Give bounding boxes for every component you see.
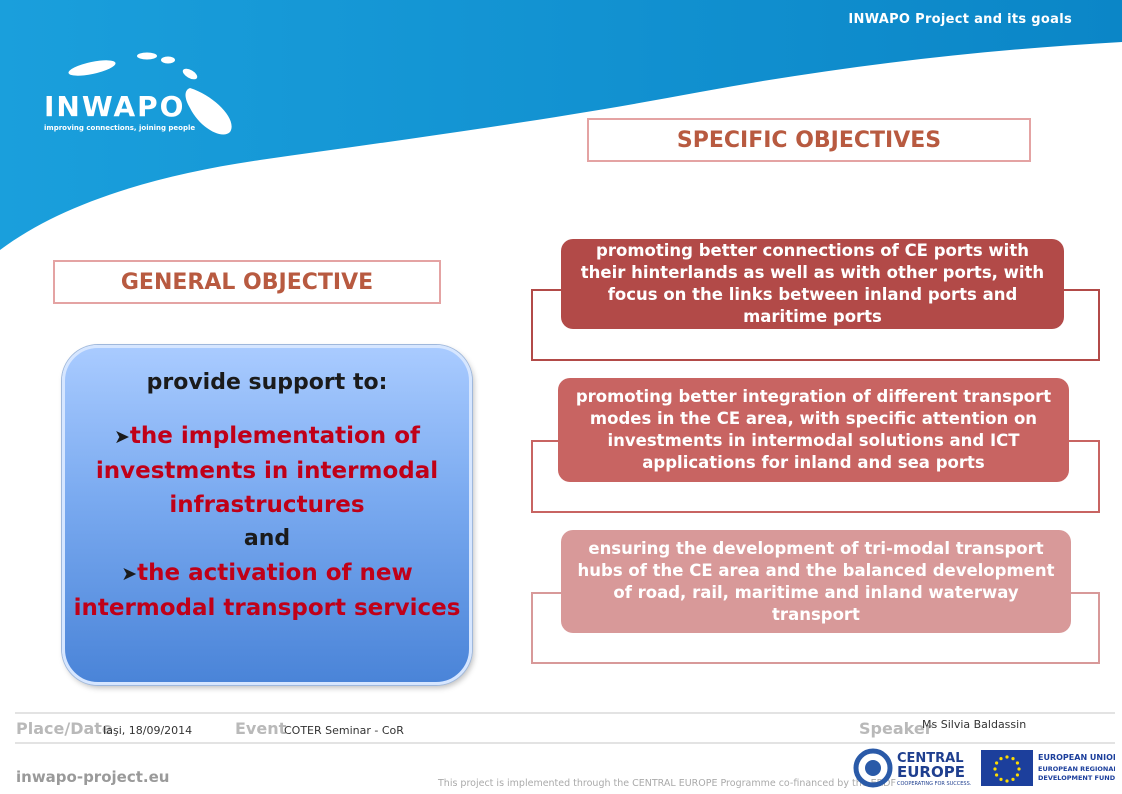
place-date-label: Place/Date: [16, 719, 113, 738]
footer-divider-top: [15, 712, 1115, 714]
inwapo-logo: INWAPO improving connections, joining pe…: [44, 52, 232, 135]
slide-header-title: INWAPO Project and its goals: [848, 12, 1072, 27]
support-conjunction: and: [243, 526, 291, 551]
event-label: Event: [235, 719, 287, 738]
event-value: COTER Seminar - CoR: [284, 724, 404, 737]
support-item-infrastructure-text: the implementation of investments in int…: [95, 423, 439, 518]
central-europe-logo: CENTRAL EUROPE COOPERATING FOR SUCCESS.: [853, 748, 973, 788]
svg-text:improving connections, joining: improving connections, joining people: [44, 124, 195, 132]
specific-objectives-heading: SPECIFIC OBJECTIVES: [587, 118, 1031, 162]
place-date-value: Iaşi, 18/09/2014: [103, 724, 193, 737]
website-link[interactable]: inwapo-project.eu: [16, 768, 170, 786]
eu-logo-line-2: EUROPEAN REGIONAL: [1038, 765, 1115, 773]
cofinance-note: This project is implemented through the …: [438, 778, 896, 789]
svg-text:INWAPO: INWAPO: [44, 90, 185, 123]
speaker-value: Ms Silvia Baldassin: [922, 718, 1027, 731]
central-europe-emblem-icon: CENTRAL EUROPE COOPERATING FOR SUCCESS.: [853, 748, 972, 788]
eu-flag-icon: EUROPEAN UNION EUROPEAN REGIONAL DEVELOP…: [981, 750, 1120, 786]
specific-objective-3: ensuring the development of tri-modal tr…: [561, 530, 1071, 633]
support-lead-text: provide support to:: [146, 370, 388, 395]
arrow-bullet-icon: ➤: [113, 426, 130, 448]
support-item-services-text: the activation of new intermodal transpo…: [73, 560, 461, 621]
arrow-bullet-icon: ➤: [121, 563, 138, 585]
general-objective-heading: GENERAL OBJECTIVE: [53, 260, 441, 304]
eu-regional-fund-logo: EUROPEAN UNION EUROPEAN REGIONAL DEVELOP…: [980, 748, 1120, 788]
ce-logo-line-3: COOPERATING FOR SUCCESS.: [897, 781, 972, 787]
support-item-services: ➤the activation of new intermodal transp…: [65, 556, 469, 625]
ce-logo-line-1: CENTRAL: [897, 751, 964, 766]
speaker-label: Speaker: [859, 719, 933, 738]
general-objective-box: provide support to: ➤the implementation …: [62, 345, 472, 685]
header-wave-background: [0, 0, 1122, 250]
specific-objective-1: promoting better connections of CE ports…: [561, 239, 1064, 329]
footer-divider-bottom: [15, 742, 1115, 744]
eu-logo-line-3: DEVELOPMENT FUND: [1038, 774, 1115, 782]
ce-logo-line-2: EUROPE: [897, 763, 965, 781]
eu-logo-line-1: EUROPEAN UNION: [1038, 753, 1115, 762]
specific-objective-2: promoting better integration of differen…: [558, 378, 1069, 482]
support-item-infrastructure: ➤the implementation of investments in in…: [65, 419, 469, 522]
